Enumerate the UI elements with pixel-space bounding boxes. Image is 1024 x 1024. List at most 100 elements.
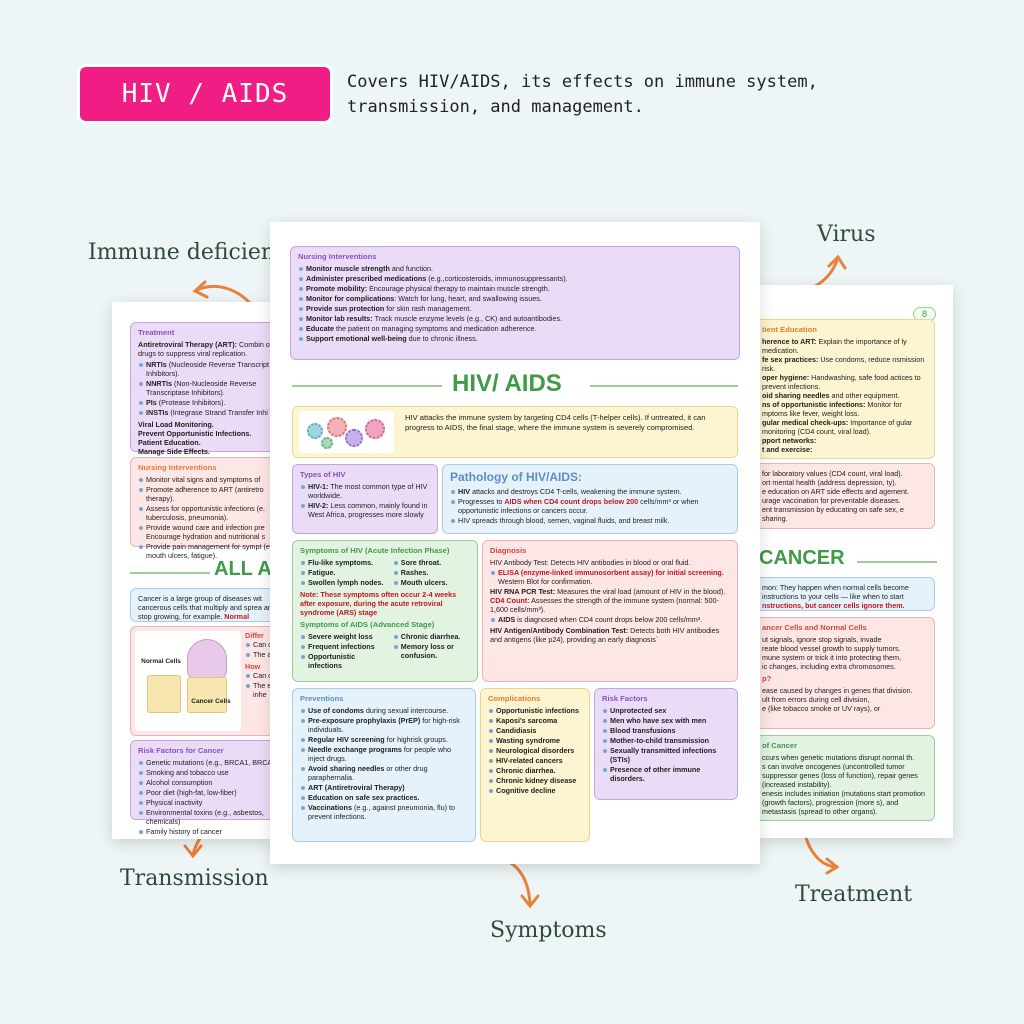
list-item: HIV spreads through blood, semen, vagina… <box>450 516 730 525</box>
symptoms-title: Symptoms of HIV (Acute Infection Phase) <box>300 546 450 555</box>
pathology-box: Pathology of HIV/AIDS: HIV attacks and d… <box>442 464 738 534</box>
list-item: Blood transfusions <box>602 726 730 735</box>
list-item: gular medical check-ups: Importance of g… <box>762 418 913 436</box>
list-item: PIs (Protease Inhibitors). <box>138 398 274 407</box>
right-education-box: tient Education herence to ART: Explain … <box>757 319 935 459</box>
left-treatment-title: Treatment <box>138 328 175 337</box>
right-cells-title: ancer Cells and Normal Cells <box>762 623 867 632</box>
callout-immune-deficiency: Immune deficiency <box>88 240 300 265</box>
diagram-label-cancer: Cancer Cells <box>191 698 231 705</box>
diagnosis-title: Diagnosis <box>490 546 527 555</box>
list-item: Mouth ulcers. <box>393 578 470 587</box>
list-item: Promote mobility: Encourage physical the… <box>298 284 732 293</box>
list-item: Alcohol consumption <box>138 778 274 787</box>
cell-diagram: Normal Cells Cancer Cells <box>135 631 241 731</box>
left-risk-list: Genetic mutations (e.g., BRCA1, BRCA Smo… <box>138 758 274 836</box>
list-item: Wasting syndrome <box>488 736 582 745</box>
list-item: Unprotected sex <box>602 706 730 715</box>
list-item: ease caused by changes in genes that div… <box>762 686 913 695</box>
diagnosis-combo: HIV Antigen/Antibody Combination Test: D… <box>490 626 720 644</box>
list-item: Swollen lymph nodes. <box>300 578 389 587</box>
list-item: ort mental health (address depression, t… <box>762 478 897 487</box>
list-item: Smoking and tobacco use <box>138 768 274 777</box>
normal-cells-shape <box>147 675 181 713</box>
left-art-text: Combin of drugs to suppress viral replic… <box>138 340 272 358</box>
center-nursing-box: Nursing Interventions Monitor muscle str… <box>290 246 740 360</box>
symptoms-note: Note: These symptoms often occur 2-4 wee… <box>300 590 457 617</box>
list-item: Needle exchange programs for people who … <box>300 745 468 763</box>
list-item: ult from errors during cell division, <box>762 695 870 704</box>
diagnosis-pcr: HIV RNA PCR Test: Measures the viral loa… <box>490 587 726 614</box>
list-item: Patient Education. <box>138 438 201 447</box>
left-diff-title: Differ <box>245 631 264 640</box>
list-item: Monitor lab results: Track muscle enzyme… <box>298 314 732 323</box>
list-item: Viral Load Monitoring. <box>138 420 214 429</box>
virus-icon <box>365 419 385 439</box>
list-item: Kaposi's sarcoma <box>488 716 582 725</box>
types-box: Types of HIV HIV-1: The most common type… <box>292 464 438 534</box>
list-item: Sore throat. <box>393 558 470 567</box>
list-item: The and <box>245 650 274 659</box>
list-item: Pre-exposure prophylaxis (PrEP) for high… <box>300 716 468 734</box>
list-item: HIV-related cancers <box>488 756 582 765</box>
list-item: Manage Side Effects. <box>138 447 210 456</box>
center-intro-text: HIV attacks the immune system by targeti… <box>405 413 706 432</box>
virus-illustration <box>299 411 394 453</box>
list-item: Memory loss or confusion. <box>393 642 470 660</box>
right-blue-box: mon: They happen when normal cells becom… <box>757 577 935 611</box>
list-item: Presence of other immune disorders. <box>602 765 730 783</box>
list-item: Flu-like symptoms. <box>300 558 389 567</box>
list-item: Administer prescribed medications (e.g.,… <box>298 274 732 283</box>
list-item: fe sex practices: Use condoms, reduce ns… <box>762 355 925 373</box>
list-item: Assess for opportunistic infections (e. … <box>138 504 274 522</box>
list-item: NRTIs (Nucleoside Reverse Transcript Inh… <box>138 360 274 378</box>
center-nursing-list: Monitor muscle strength and function. Ad… <box>298 264 732 343</box>
list-item: ELISA (enzyme-linked immunosorbent assay… <box>490 568 730 586</box>
list-item: herence to ART: Explain the importance o… <box>762 337 907 355</box>
diagnosis-box: Diagnosis HIV Antibody Test: Detects HIV… <box>482 540 738 682</box>
list-item: Provide wound care and infection pre Enc… <box>138 523 274 541</box>
left-diagram-box: Normal Cells Cancer Cells Differ Can oth… <box>130 626 274 736</box>
list-item: Neurological disorders <box>488 746 582 755</box>
left-risk-box: Risk Factors for Cancer Genetic mutation… <box>130 740 274 836</box>
virus-icon <box>321 437 333 449</box>
right-cause-box: of Cancer ccurs when genetic mutations d… <box>757 735 935 821</box>
list-item: HIV-1: The most common type of HIV world… <box>300 482 430 500</box>
right-title-rule <box>857 561 937 563</box>
left-extra-list: Viral Load Monitoring. Prevent Opportuni… <box>138 420 274 456</box>
diagram-label-normal: Normal Cells <box>141 658 181 665</box>
list-item: Vaccinations (e.g., against pneumonia, f… <box>300 803 468 821</box>
list-item: The envi inhe <box>245 681 274 699</box>
left-nursing-box: Nursing Interventions Monitor vital sign… <box>130 457 274 560</box>
page-right: 8 tient Education herence to ART: Explai… <box>757 285 953 838</box>
cancer-base-shape <box>187 677 227 713</box>
list-item: AIDS is diagnosed when CD4 count drops b… <box>490 615 730 624</box>
list-item: ccurs when genetic mutations disrupt nor… <box>762 753 915 762</box>
right-cells-box: ancer Cells and Normal Cells ut signals,… <box>757 617 935 729</box>
risk-list: Unprotected sex Men who have sex with me… <box>602 706 730 783</box>
left-page-title: ALL A <box>214 558 272 580</box>
right-education-title: tient Education <box>762 325 817 334</box>
list-item: t and exercise: <box>762 445 813 454</box>
list-item: Provide sun protection for skin rash man… <box>298 304 732 313</box>
left-risk-title: Risk Factors for Cancer <box>138 746 224 755</box>
center-intro-box: HIV attacks the immune system by targeti… <box>292 406 738 458</box>
list-item: Support emotional well-being due to chro… <box>298 334 732 343</box>
list-item: Severe weight loss <box>300 632 389 641</box>
topic-description: Covers HIV/AIDS, its effects on immune s… <box>347 72 818 117</box>
left-cancer-intro: Cancer is a large group of diseases wit … <box>130 588 274 622</box>
list-item: Progresses to AIDS when CD4 count drops … <box>450 497 730 515</box>
list-item: e education on ART side effects and agem… <box>762 487 910 496</box>
right-cause-title: of Cancer <box>762 741 798 750</box>
list-item: Monitor for complications: Watch for lun… <box>298 294 732 303</box>
list-item: Environmental toxins (e.g., asbestos, ch… <box>138 808 274 826</box>
list-item: HIV-2: Less common, mainly found in West… <box>300 501 430 519</box>
list-item: Candidiasis <box>488 726 582 735</box>
types-list: HIV-1: The most common type of HIV world… <box>300 482 430 519</box>
right-pink-box: for laboratory values (CD4 count, viral … <box>757 463 935 529</box>
complications-list: Opportunistic infections Kaposi's sarcom… <box>488 706 582 795</box>
left-cancer-intro-text: Cancer is a large group of diseases wit … <box>138 594 274 621</box>
list-item: ut signals, ignore stop signals, invade <box>762 635 882 644</box>
list-item: Use of condoms during sexual intercourse… <box>300 706 468 715</box>
list-item: Prevent Opportunistic Infections. <box>138 429 252 438</box>
